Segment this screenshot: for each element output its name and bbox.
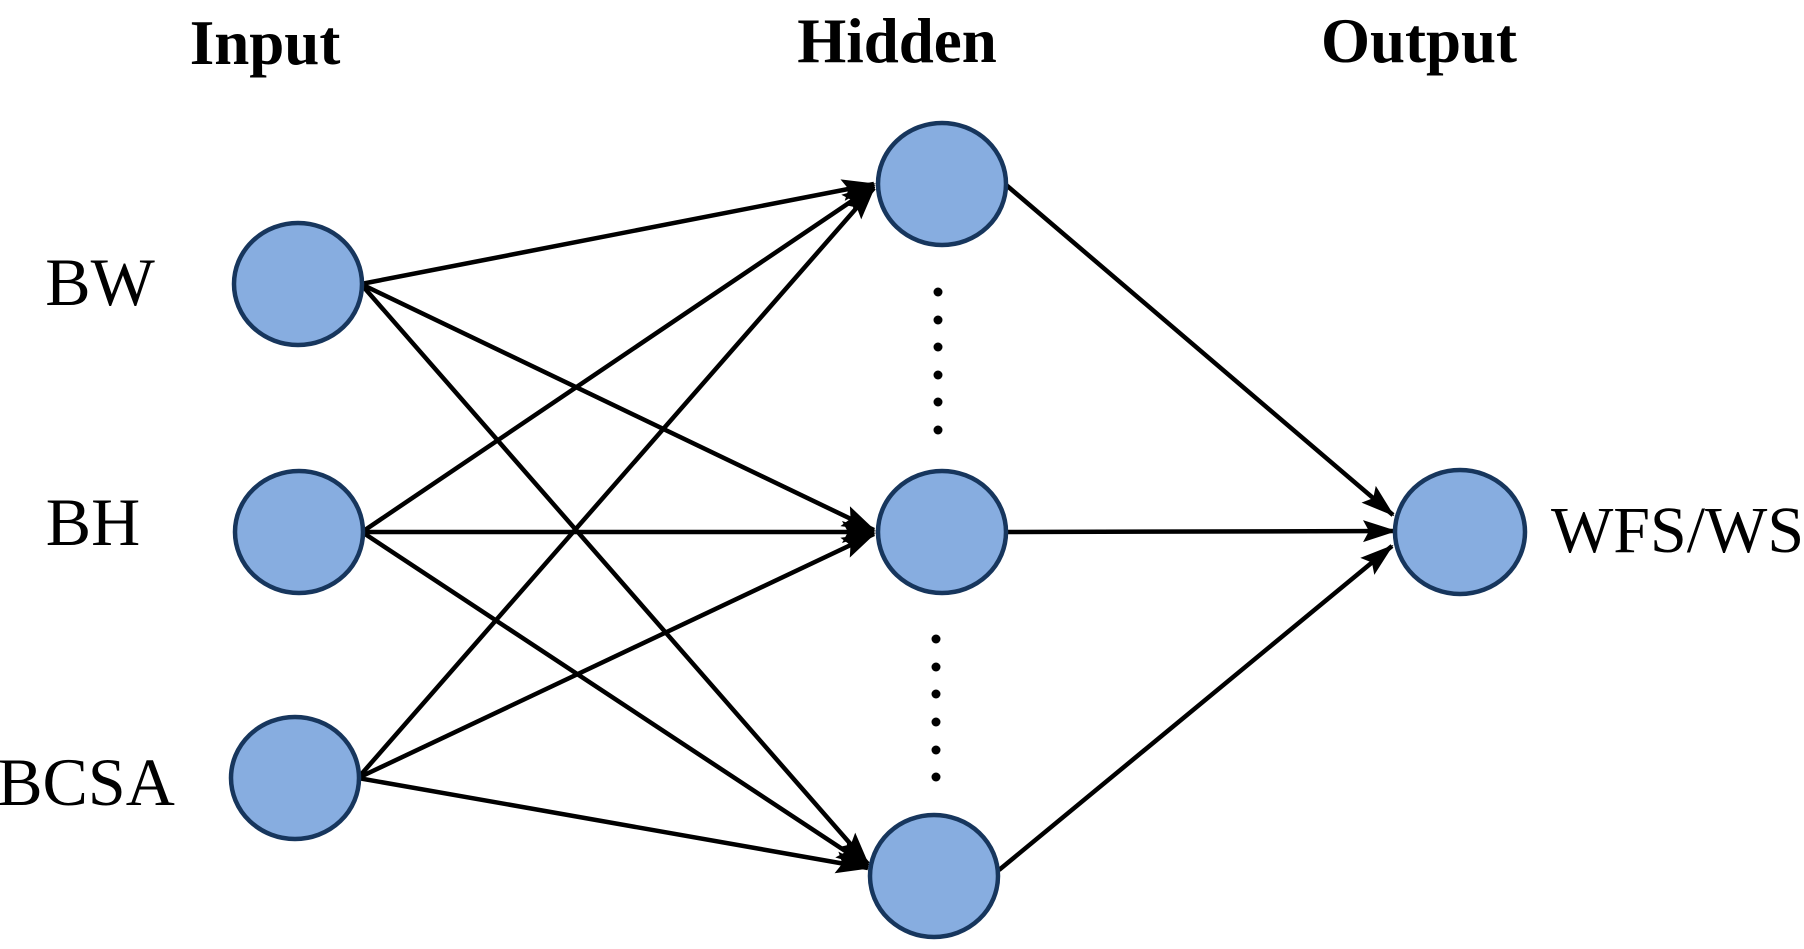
edges-hidden-to-output: [997, 182, 1397, 872]
input-node-bw: [231, 220, 365, 348]
header-input-layer: Input: [190, 8, 341, 78]
edge-bw-hidden3: [359, 282, 870, 866]
edge-bcsa-hidden3: [357, 775, 870, 874]
ellipsis-dot: [931, 717, 941, 727]
output-layer: [1392, 467, 1528, 597]
ellipsis-dot: [931, 689, 941, 699]
edge-hidden3-output: [997, 544, 1394, 872]
ellipsis-dot: [933, 315, 943, 325]
ellipsis-dot: [931, 634, 941, 644]
edge-hidden1-output: [1003, 182, 1395, 517]
ellipsis-dot: [933, 370, 943, 380]
header-output-layer: Output: [1321, 6, 1517, 76]
hidden-ellipsis-top: [933, 287, 943, 435]
ellipsis-dot: [933, 397, 943, 407]
ellipsis-dot: [931, 662, 941, 672]
edge-bcsa-hidden1: [356, 186, 876, 780]
ellipsis-dot: [933, 425, 943, 435]
edge-bh-hidden3: [360, 530, 870, 868]
label-input-bw: BW: [45, 244, 155, 320]
input-layer: [228, 220, 366, 842]
hidden-node-3: [867, 812, 1001, 940]
edge-bw-hidden1: [360, 179, 876, 287]
label-output-wfsws: WFS/WS: [1551, 494, 1804, 567]
hidden-node-2: [875, 468, 1009, 596]
edge-bw-hidden2: [360, 281, 876, 533]
hidden-ellipsis-bottom: [931, 634, 941, 782]
label-input-bh: BH: [46, 484, 140, 560]
hidden-layer: [867, 120, 1009, 940]
ellipsis-dot: [931, 745, 941, 755]
output-node-wfsws: [1392, 467, 1528, 597]
edge-hidden2-output: [1004, 520, 1397, 543]
ellipsis-dot: [933, 342, 943, 352]
hidden-node-1: [875, 120, 1009, 248]
header-hidden-layer: Hidden: [797, 6, 997, 76]
edge-bh-hidden1: [360, 184, 876, 534]
label-input-bcsa: BCSA: [0, 744, 175, 820]
input-node-bcsa: [228, 714, 362, 842]
input-node-bh: [232, 468, 366, 596]
ellipsis-dot: [933, 287, 943, 297]
edges-input-to-hidden: [356, 179, 876, 874]
ellipsis-dot: [931, 772, 941, 782]
edge-bcsa-hidden2: [357, 531, 876, 781]
